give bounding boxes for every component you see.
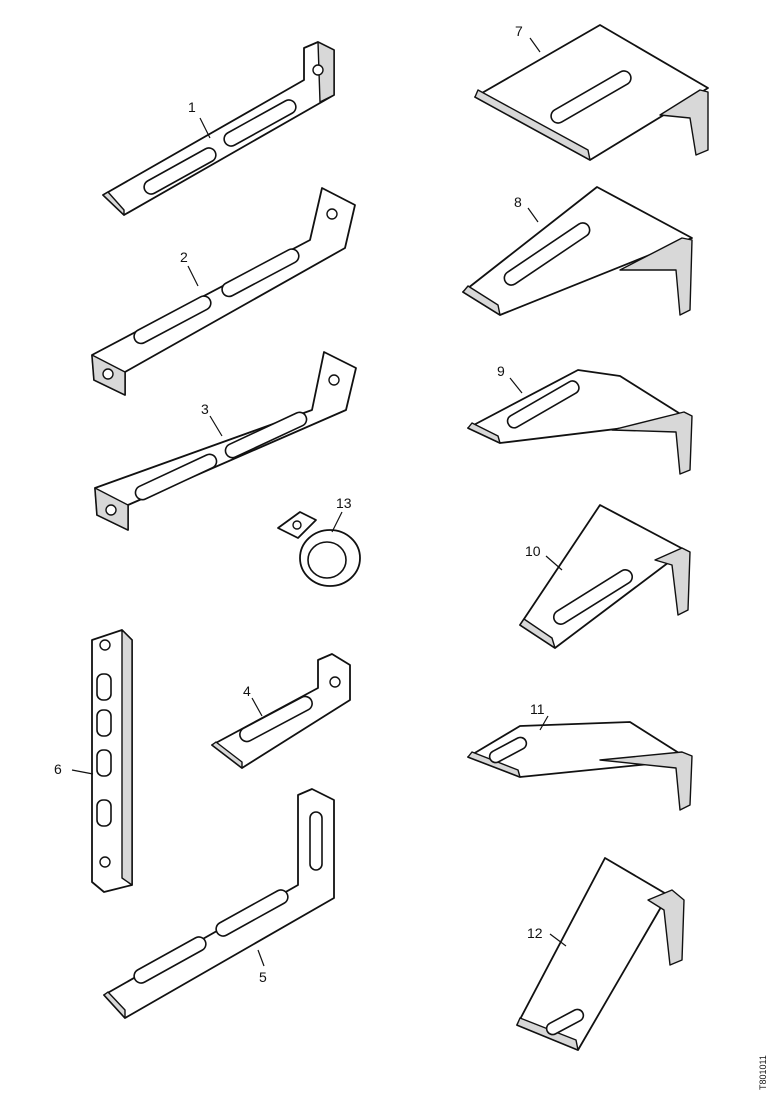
bracket-2: 2 [91, 187, 356, 396]
callout-3: 3 [201, 401, 209, 417]
console-7: 7 [474, 23, 709, 161]
bracket-4: 4 [211, 653, 351, 769]
callout-7: 7 [515, 23, 523, 39]
drawing-code: T801011 [758, 1055, 768, 1090]
callout-8: 8 [514, 194, 522, 210]
callout-1: 1 [188, 99, 196, 115]
bracket-5: 5 [103, 788, 335, 1019]
console-8: 8 [462, 186, 693, 316]
callout-13: 13 [336, 495, 352, 511]
callout-4: 4 [243, 683, 251, 699]
callout-6: 6 [54, 761, 62, 777]
console-10: 10 [519, 504, 691, 649]
callout-11: 11 [530, 701, 545, 717]
callout-2: 2 [180, 249, 188, 265]
callout-5: 5 [259, 969, 267, 985]
callout-12: 12 [527, 925, 543, 941]
console-11: 11 [467, 701, 693, 811]
bracket-1: 1 [102, 41, 335, 216]
pipe-clip-13: 13 [277, 495, 361, 587]
bracket-3: 3 [94, 351, 357, 531]
callout-9: 9 [497, 363, 505, 379]
strip-6: 6 [54, 629, 133, 893]
console-9: 9 [467, 363, 693, 475]
callout-10: 10 [525, 543, 541, 559]
console-12: 12 [516, 857, 685, 1051]
